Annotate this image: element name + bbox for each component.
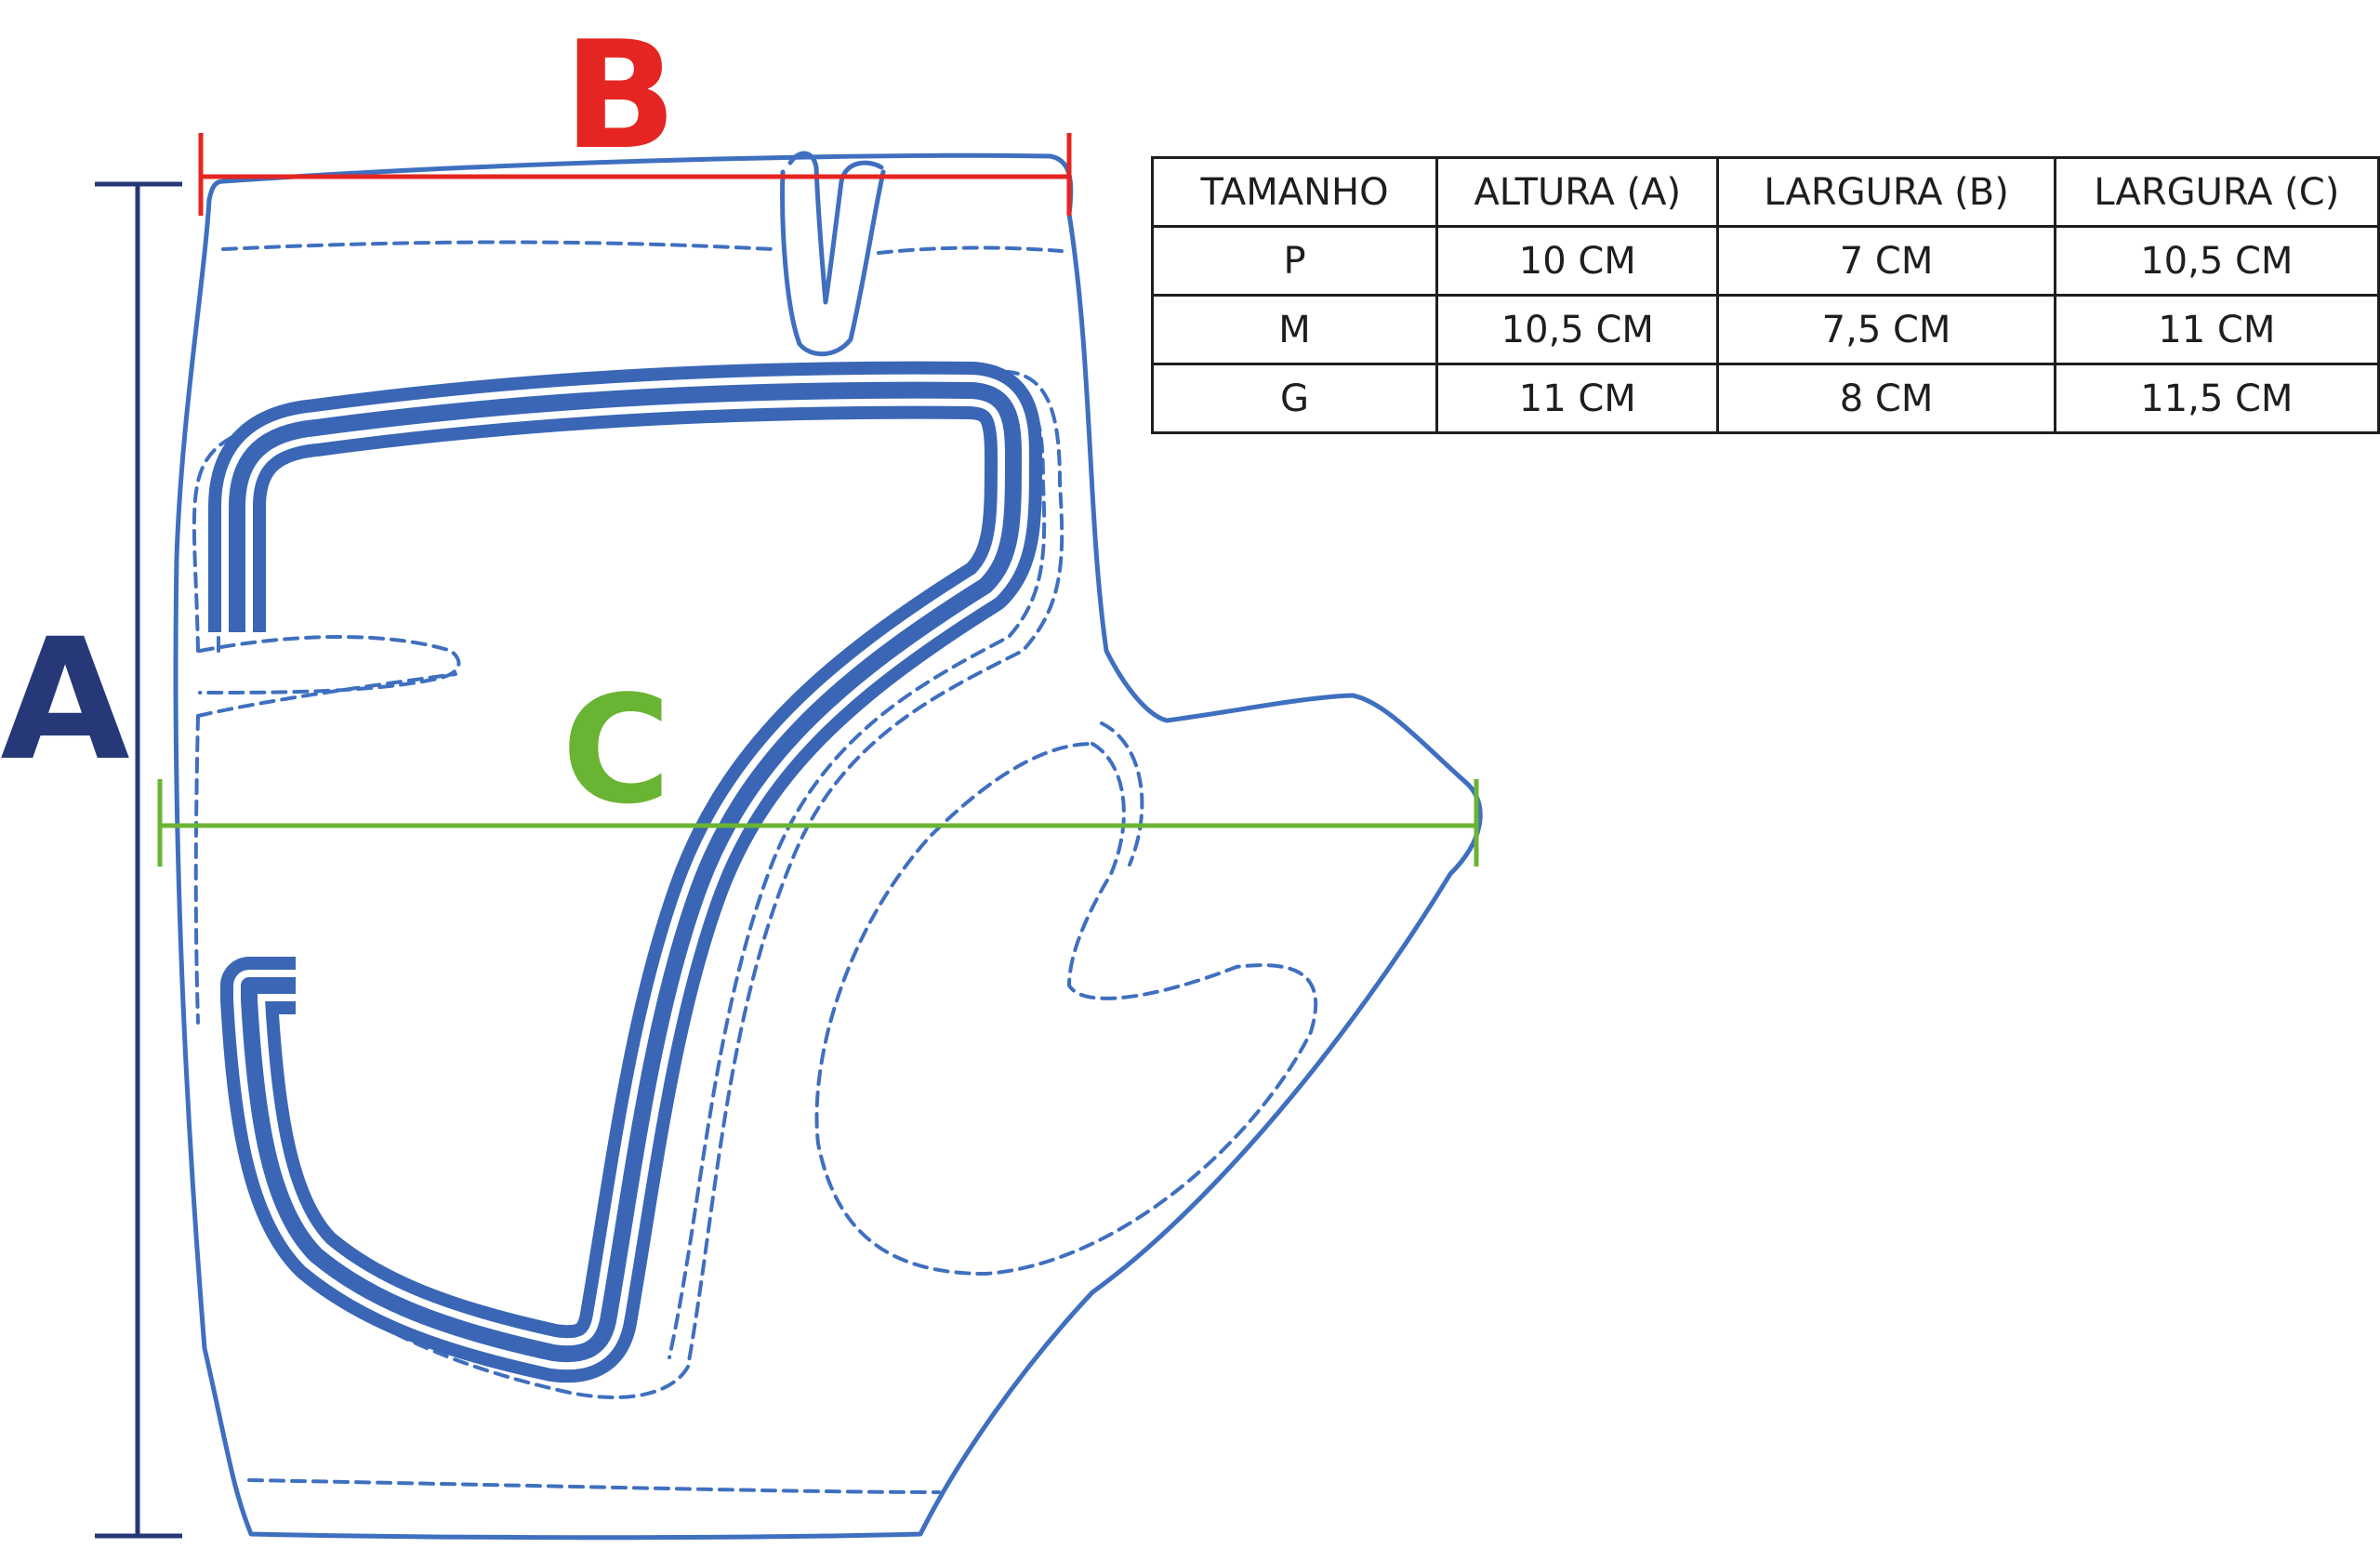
header-width-b: LARGURA (B) — [1716, 156, 2056, 228]
dimension-a — [95, 181, 182, 1539]
cell-height-a: 10,5 CM — [1435, 294, 1720, 365]
cell-width-b: 8 CM — [1716, 363, 2056, 434]
cell-size: M — [1150, 294, 1439, 365]
cell-size: P — [1150, 225, 1439, 297]
dimension-b — [198, 133, 1072, 216]
table-row: M 10,5 CM 7,5 CM 11 CM — [1150, 294, 2380, 365]
table-row: G 11 CM 8 CM 11,5 CM — [1150, 363, 2380, 434]
cell-width-c: 10,5 CM — [2053, 225, 2380, 297]
cell-width-b: 7,5 CM — [1716, 294, 2056, 365]
padding-band — [208, 361, 1042, 1383]
header-height-a: ALTURA (A) — [1435, 156, 1720, 228]
cell-width-b: 7 CM — [1716, 225, 2056, 297]
cell-height-a: 10 CM — [1435, 225, 1720, 297]
dimension-b-label: B — [563, 8, 677, 182]
table-header-row: TAMANHO ALTURA (A) LARGURA (B) LARGURA (… — [1150, 156, 2380, 228]
cell-width-c: 11 CM — [2053, 294, 2380, 365]
table-row: P 10 CM 7 CM 10,5 CM — [1150, 225, 2380, 297]
cell-size: G — [1150, 363, 1439, 434]
header-width-c: LARGURA (C) — [2053, 156, 2380, 228]
dimension-c — [157, 779, 1479, 867]
cell-height-a: 11 CM — [1435, 363, 1720, 434]
size-table: TAMANHO ALTURA (A) LARGURA (B) LARGURA (… — [1150, 156, 2380, 434]
dimension-c-label: C — [562, 663, 670, 837]
cell-width-c: 11,5 CM — [2053, 363, 2380, 434]
dimension-a-label: A — [0, 603, 129, 798]
header-size: TAMANHO — [1150, 156, 1439, 228]
